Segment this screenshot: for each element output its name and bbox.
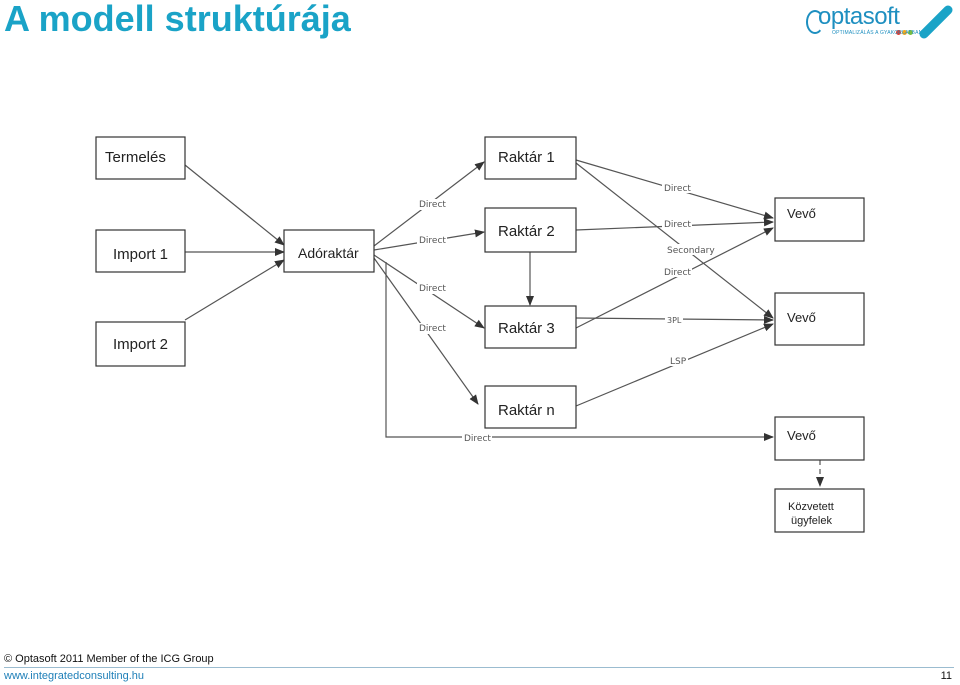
edge-label-direct: Direct <box>664 220 691 230</box>
node-vevo1 <box>774 197 865 242</box>
edge-termeles-adoraktar <box>184 164 285 246</box>
node-vevo2 <box>774 292 865 346</box>
edge-import2-adoraktar <box>184 259 285 321</box>
edge-label-direct: Direct <box>419 284 446 294</box>
node-label-vevo3: Vevő <box>787 428 816 443</box>
page-title: A modell struktúrája <box>4 0 351 39</box>
logo-dots-icon <box>896 22 914 40</box>
logo-ring-icon <box>806 10 824 34</box>
node-label-kozvetett-1: Közvetett <box>788 501 834 513</box>
node-label-adoraktar: Adóraktár <box>298 245 359 261</box>
edge-labels: Direct Direct Direct Direct Direct Direc… <box>417 182 715 444</box>
logo-tagline: OPTIMALIZÁLÁS A GYAKORLATBAN <box>832 30 923 36</box>
node-vevo3 <box>774 416 865 461</box>
node-label-import2: Import 2 <box>113 336 168 353</box>
edge-raktar3-vevo1 <box>575 227 774 329</box>
nodes <box>95 136 865 533</box>
edge-raktar1-vevo2 <box>575 162 774 319</box>
edge-label-secondary: Secondary <box>667 246 715 256</box>
node-raktarn <box>484 385 577 429</box>
node-labels: Termelés Import 1 Import 2 Adóraktár Rak… <box>105 149 834 527</box>
node-raktar2 <box>484 207 577 253</box>
footer-copyright: © Optasoft 2011 Member of the ICG Group <box>4 653 214 665</box>
pen-icon <box>919 5 953 39</box>
node-termeles <box>95 136 186 180</box>
edge-label-3pl: 3PL <box>667 316 682 325</box>
edge-label-direct: Direct <box>419 236 446 246</box>
node-label-raktar2: Raktár 2 <box>498 223 555 240</box>
edge-label-direct: Direct <box>464 434 491 444</box>
node-adoraktar <box>283 229 375 273</box>
logo-wordmark: optasoft <box>818 3 900 30</box>
node-label-raktarn: Raktár n <box>498 402 555 419</box>
edge-label-direct: Direct <box>419 200 446 210</box>
node-label-vevo1: Vevő <box>787 206 816 221</box>
footer-divider <box>4 667 954 668</box>
supply-chain-diagram: Direct Direct Direct Direct Direct Direc… <box>95 136 865 533</box>
edge-label-lsp: LSP <box>670 357 687 367</box>
page-number: 11 <box>940 670 952 682</box>
node-label-import1: Import 1 <box>113 246 168 263</box>
node-raktar3 <box>484 305 577 349</box>
node-import1 <box>95 229 186 273</box>
footer-url-link[interactable]: www.integratedconsulting.hu <box>4 670 145 682</box>
edge-label-direct: Direct <box>664 184 691 194</box>
node-label-vevo2: Vevő <box>787 310 816 325</box>
edge-adoraktar-vevo3 <box>385 262 774 441</box>
node-label-kozvetett-2: ügyfelek <box>791 515 832 527</box>
node-import2 <box>95 321 186 367</box>
node-kozvetett <box>774 488 865 533</box>
node-label-raktar3: Raktár 3 <box>498 320 555 337</box>
optasoft-logo: optasoft OPTIMALIZÁLÁS A GYAKORLATBAN <box>806 3 956 40</box>
node-label-raktar1: Raktár 1 <box>498 149 555 166</box>
edge-label-direct: Direct <box>664 268 691 278</box>
node-raktar1 <box>484 136 577 180</box>
edge-label-direct: Direct <box>419 324 446 334</box>
node-label-termeles: Termelés <box>105 149 166 166</box>
